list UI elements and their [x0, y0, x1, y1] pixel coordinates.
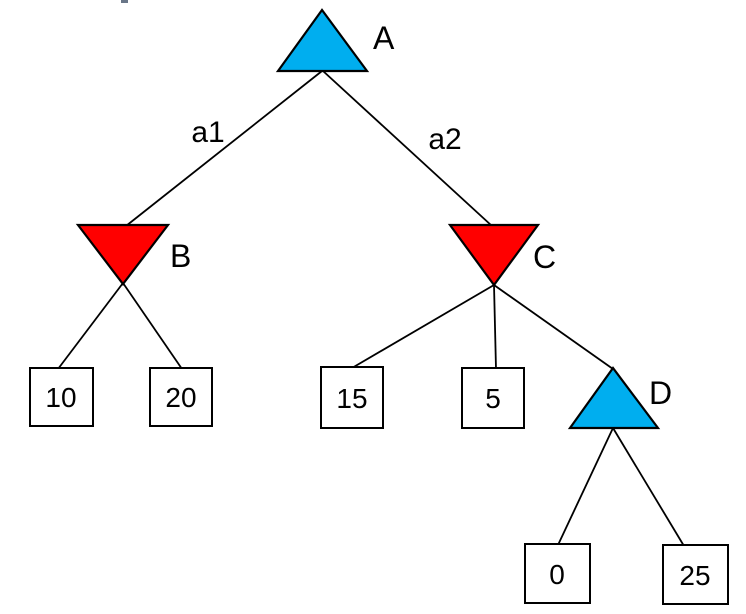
node-A-triangle-up	[275, 8, 370, 73]
node-B-label: B	[170, 238, 191, 274]
edge-label-a1: a1	[191, 116, 224, 149]
leaf-box-10	[29, 367, 94, 427]
node-A-label: A	[373, 20, 395, 56]
leaf-box-5	[461, 367, 525, 429]
leaf-box-15	[320, 366, 384, 429]
edges	[57, 70, 685, 547]
top-edge-artifact	[121, 0, 128, 3]
edge-C-D	[493, 284, 614, 370]
leaf-box-20	[149, 367, 213, 427]
node-B-triangle-down	[75, 223, 171, 286]
leaf-value-15: 15	[336, 383, 367, 414]
node-D-triangle-up	[567, 366, 661, 430]
leaf-box-25	[662, 544, 729, 605]
node-C-triangle-down	[447, 223, 541, 287]
edge-C-leaf5	[493, 284, 497, 370]
leaf-value-0: 0	[549, 559, 565, 590]
leaf-value-10: 10	[45, 382, 76, 413]
leaf-value-5: 5	[485, 383, 501, 414]
edge-D-leaf25	[612, 427, 685, 547]
node-D-label: D	[649, 375, 672, 411]
leaf-value-25: 25	[679, 560, 710, 591]
node-C-label: C	[533, 239, 556, 275]
edge-label-a2: a2	[428, 123, 461, 156]
edge-A-C	[322, 70, 493, 227]
edge-A-B	[125, 70, 323, 227]
edge-B-leaf10	[57, 282, 124, 370]
edge-B-leaf20	[122, 282, 183, 370]
edge-D-leaf0	[557, 427, 614, 546]
leaf-value-20: 20	[165, 382, 196, 413]
leaf-box-0	[524, 543, 591, 604]
edge-C-leaf15	[351, 284, 495, 369]
